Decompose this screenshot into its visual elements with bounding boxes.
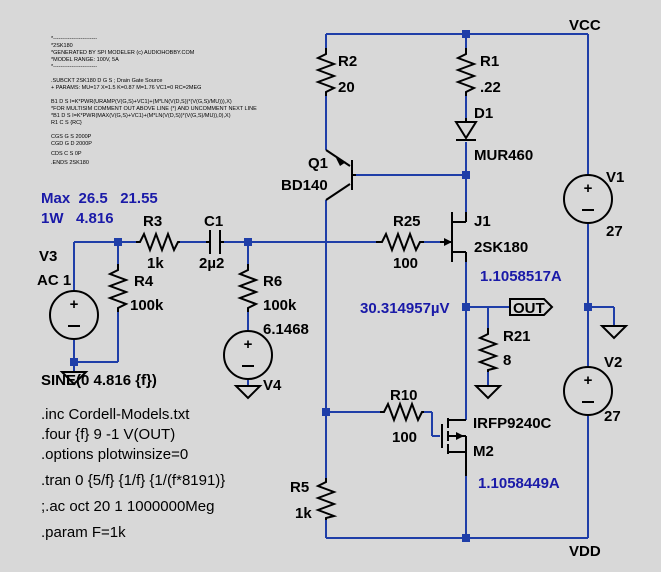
vdd-net-label: VDD <box>569 543 601 560</box>
r4-name: R4 <box>134 273 154 290</box>
r4-value: 100k <box>130 297 164 314</box>
r25-value: 100 <box>393 255 418 272</box>
d1-diode-symbol[interactable] <box>454 118 478 141</box>
model-line: *------------------------ <box>51 36 97 42</box>
q1-name: Q1 <box>308 155 328 172</box>
vcc-net-label: VCC <box>569 17 601 34</box>
out-port-flag[interactable]: OUT <box>509 298 554 317</box>
v3-source-symbol[interactable]: + <box>49 290 99 340</box>
directive-line: .options plotwinsize=0 <box>41 446 188 463</box>
r1-name: R1 <box>480 53 499 70</box>
w-annotation: 1W 4.816 <box>41 210 114 227</box>
r1-value: .22 <box>480 79 501 96</box>
spice-directives[interactable]: .inc Cordell-Models.txt .four {f} 9 -1 V… <box>41 406 225 541</box>
r2-name: R2 <box>338 53 357 70</box>
r3-value: 1k <box>147 255 164 272</box>
junction-dots <box>70 30 592 542</box>
v4-name: V4 <box>263 377 282 394</box>
d1-name: D1 <box>474 105 493 122</box>
model-line: B1 D S I=K*PWR(URAMP(V(G,S)+VC1)+(M*LN(V… <box>51 99 232 105</box>
v1-name: V1 <box>606 169 624 186</box>
model-line: *MODEL RANGE: 100V, 5A <box>51 57 119 63</box>
model-line: CGD G D 2000P <box>51 141 92 147</box>
ground-symbol-r21 <box>473 385 503 400</box>
model-line: .SUBCKT 2SK180 D G S ; Drain Gate Source <box>51 78 162 84</box>
svg-text:+: + <box>244 336 253 353</box>
max-annotation: Max 26.5 21.55 <box>41 190 158 207</box>
v2-name: V2 <box>604 354 622 371</box>
v3-value: AC 1 <box>37 272 71 289</box>
c1-value: 2µ2 <box>199 255 224 272</box>
r2-resistor-symbol[interactable] <box>315 48 337 96</box>
v2-source-symbol[interactable]: + <box>563 366 613 416</box>
r25-resistor-symbol[interactable] <box>376 231 424 253</box>
model-line: CGS G S 2000P <box>51 134 92 140</box>
r21-name: R21 <box>503 328 531 345</box>
v3-source-spec: SINE(0 4.816 {f}) <box>41 372 157 389</box>
r6-resistor-symbol[interactable] <box>237 264 259 312</box>
r3-resistor-symbol[interactable] <box>136 231 180 253</box>
j1-name: J1 <box>474 213 491 230</box>
r2-value: 20 <box>338 79 355 96</box>
v4-value: 6.1468 <box>263 321 309 338</box>
r1-resistor-symbol[interactable] <box>455 48 477 96</box>
ground-symbol-v3 <box>59 371 89 386</box>
q1-value: BD140 <box>281 177 328 194</box>
v1-source-symbol[interactable]: + <box>563 174 613 224</box>
out-voltage-annotation: 30.314957µV <box>360 300 450 317</box>
model-line: CDS C S 0P <box>51 151 82 157</box>
v1-value: 27 <box>606 223 623 240</box>
r5-name: R5 <box>290 479 309 496</box>
model-line: *B1 D S I=K*PWR(MAX(V(G,S)+VC1)+(M*LN(V(… <box>51 113 231 119</box>
m2-current-annotation: 1.1058449A <box>478 475 560 492</box>
directive-line: .param F=1k <box>41 524 126 541</box>
ground-symbol-v1v2 <box>599 325 629 340</box>
model-line: *2SK180 <box>51 43 73 49</box>
r3-name: R3 <box>143 213 162 230</box>
q1-transistor-symbol[interactable] <box>325 149 356 201</box>
model-line: .ENDS 2SK180 <box>51 160 89 166</box>
directive-line: .tran 0 {5/f} {1/f} {1/(f*8191)} <box>41 472 225 489</box>
model-line: + PARAMS: MU=17 X=1.5 K=0.87 M=1.76 VC1=… <box>51 85 201 91</box>
m2-name: M2 <box>473 443 494 460</box>
directive-line: .four {f} 9 -1 V(OUT) <box>41 426 175 443</box>
directive-line: ;.ac oct 20 1 1000000Meg <box>41 498 214 515</box>
model-line: *------------------------ <box>51 64 97 70</box>
r21-value: 8 <box>503 352 511 369</box>
model-line: R1 C S {RC} <box>51 120 82 126</box>
r5-resistor-symbol[interactable] <box>315 478 338 520</box>
v4-source-symbol[interactable]: + <box>223 330 273 380</box>
v2-value: 27 <box>604 408 621 425</box>
r5-value: 1k <box>295 505 312 522</box>
svg-text:+: + <box>70 296 79 313</box>
r6-value: 100k <box>263 297 297 314</box>
r4-resistor-symbol[interactable] <box>107 264 129 312</box>
m2-value: IRFP9240C <box>473 415 552 432</box>
c1-capacitor-symbol[interactable] <box>206 230 224 254</box>
model-line: *FOR MULTISIM COMMENT OUT ABOVE LINE (*)… <box>51 106 257 112</box>
r10-resistor-symbol[interactable] <box>380 401 424 423</box>
svg-text:+: + <box>584 180 593 197</box>
j1-jfet-symbol[interactable] <box>440 212 467 262</box>
c1-name: C1 <box>204 213 223 230</box>
ground-symbol-v4 <box>233 385 263 400</box>
j1-current-annotation: 1.1058517A <box>480 268 562 285</box>
r6-name: R6 <box>263 273 282 290</box>
d1-value: MUR460 <box>474 147 533 164</box>
directive-line: .inc Cordell-Models.txt <box>41 406 190 423</box>
spice-model-block[interactable]: *------------------------ *2SK180 *GENER… <box>51 36 257 166</box>
v3-name: V3 <box>39 248 57 265</box>
out-net-label: OUT <box>513 300 545 317</box>
m2-mosfet-symbol[interactable] <box>441 418 467 476</box>
r10-name: R10 <box>390 387 418 404</box>
r25-name: R25 <box>393 213 421 230</box>
model-line: *GENERATED BY SPI MODELER (c) AUDIOHOBBY… <box>51 50 195 56</box>
r21-resistor-symbol[interactable] <box>477 328 500 372</box>
svg-text:+: + <box>584 372 593 389</box>
j1-value: 2SK180 <box>474 239 528 256</box>
r10-value: 100 <box>392 429 417 446</box>
